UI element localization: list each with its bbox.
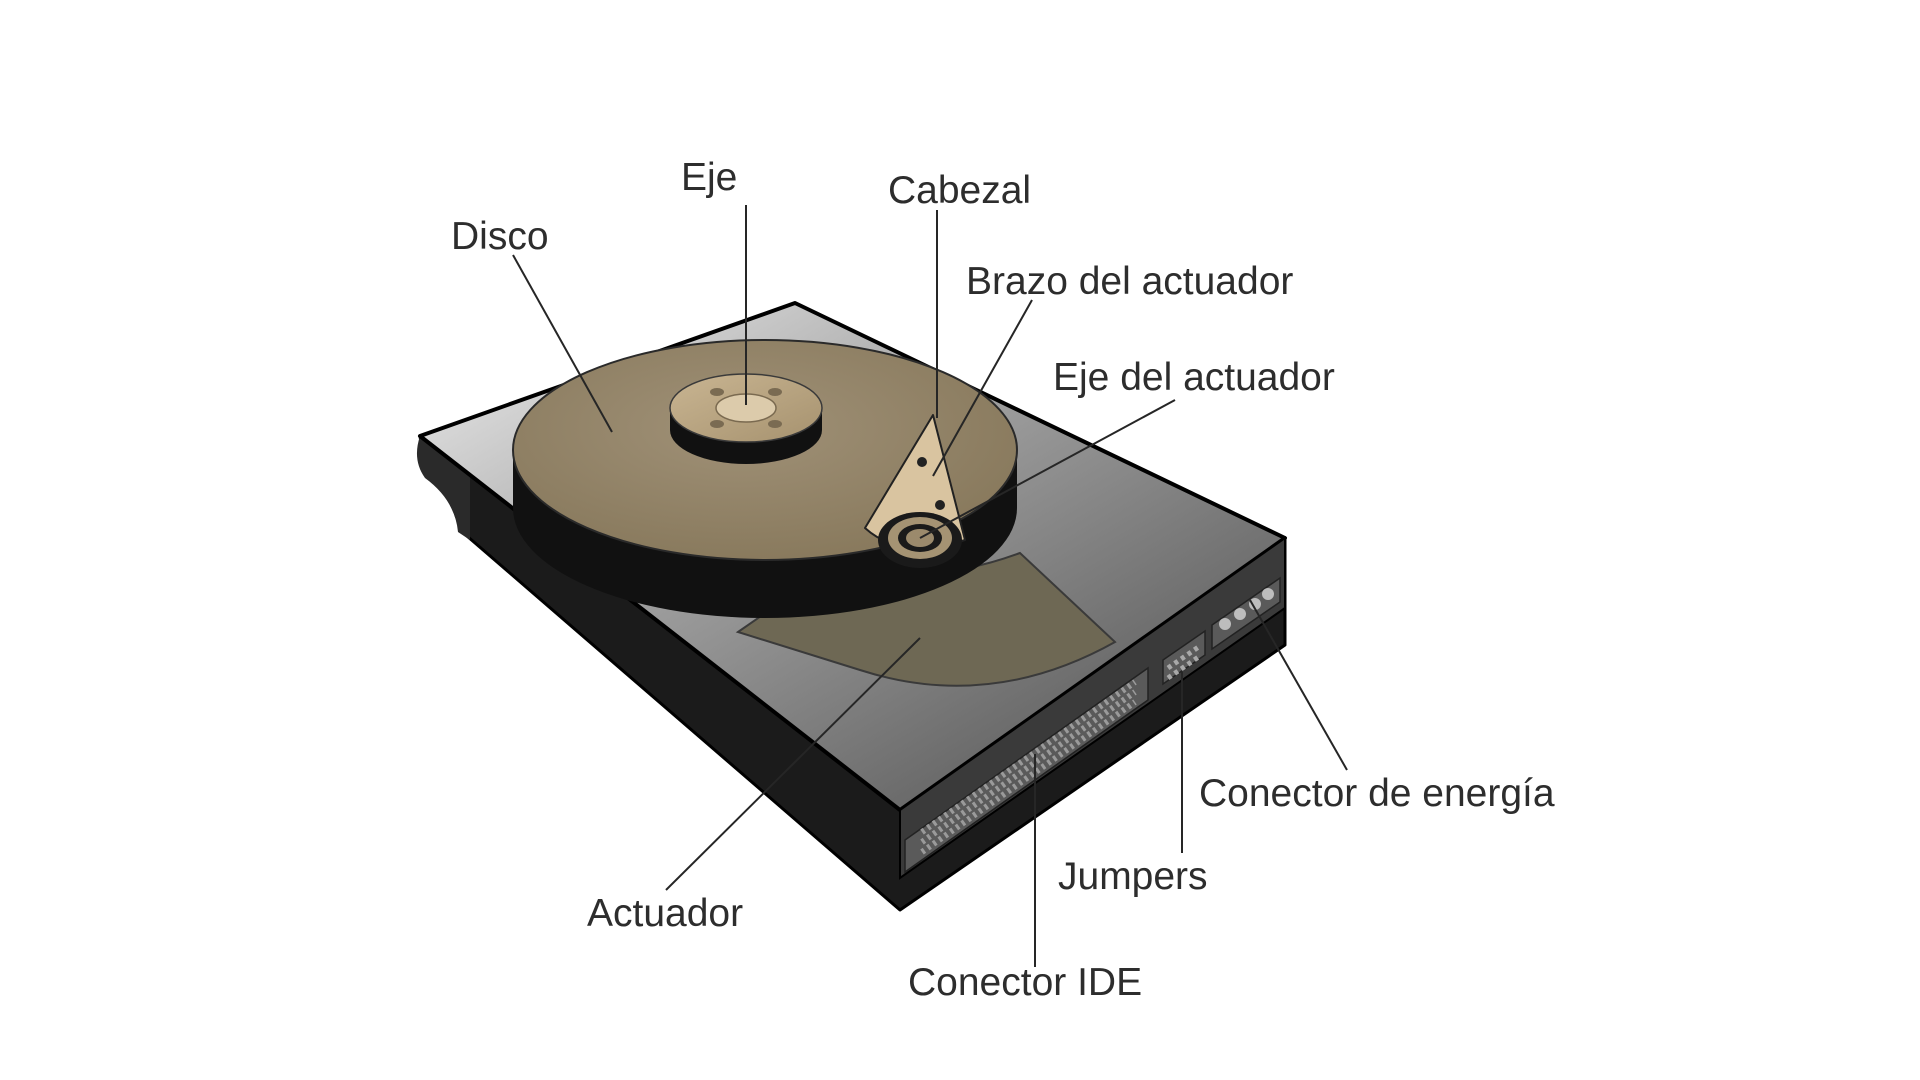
leader-brazo [932, 299, 1033, 477]
labels: Eje Cabezal Disco Brazo del actuador Eje… [451, 156, 1555, 1004]
leader-lines [512, 205, 1348, 967]
label-cabezal: Cabezal [888, 169, 1031, 212]
ide-connector [904, 666, 1149, 874]
leader-disco [512, 254, 613, 433]
label-eje: Eje [681, 156, 737, 199]
leader-eje-actuador [919, 399, 1176, 539]
label-brazo-actuador: Brazo del actuador [966, 260, 1293, 303]
label-conector-ide: Conector IDE [908, 961, 1142, 1004]
label-conector-energia: Conector de energía [1199, 772, 1555, 815]
label-eje-actuador: Eje del actuador [1053, 356, 1335, 399]
power-connector [1211, 576, 1281, 651]
leader-conector-energia [1249, 599, 1348, 771]
label-disco: Disco [451, 215, 549, 258]
actuator-pivot [878, 512, 962, 568]
label-jumpers: Jumpers [1058, 855, 1208, 898]
jumper-block [1162, 629, 1206, 686]
spindle-hub [669, 373, 823, 464]
label-actuador: Actuador [587, 892, 743, 935]
leader-actuador [665, 637, 921, 891]
